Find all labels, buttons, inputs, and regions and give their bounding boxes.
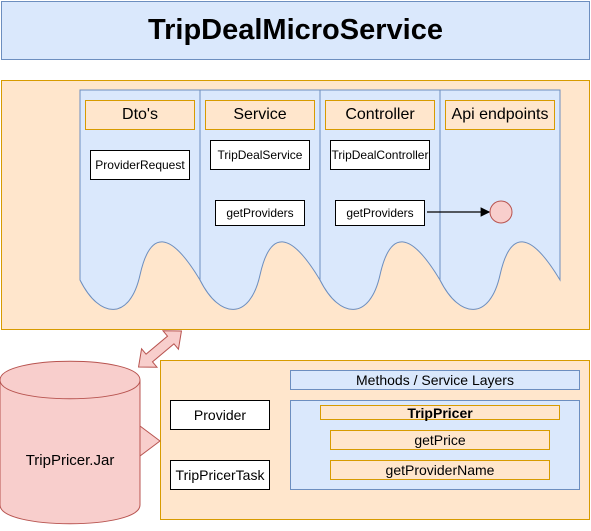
jar-cylinder: [0, 360, 141, 525]
double-arrow: [137, 330, 183, 368]
methods-header: Methods / Service Layers: [290, 370, 580, 390]
api-column: [439, 89, 561, 310]
jar-label: TripPricer.Jar: [25, 451, 115, 469]
dtos-column: [79, 89, 201, 310]
trip-deal-controller-box: TripDealController: [330, 140, 430, 170]
endpoint-circle: [489, 200, 513, 224]
trip-pricer-class-name: TripPricer: [320, 405, 560, 421]
controller-get-providers-box: getProviders: [335, 200, 425, 226]
get-provider-name-method: getProviderName: [330, 460, 550, 480]
trip-deal-service-box: TripDealService: [210, 140, 310, 170]
diagram-title: TripDealMicroService: [1, 1, 590, 60]
dtos-header: Dto's: [85, 100, 195, 130]
get-price-method: getPrice: [330, 430, 550, 450]
service-get-providers-box: getProviders: [215, 200, 305, 226]
provider-class-box: Provider: [170, 400, 270, 430]
jar-pointer: [139, 425, 161, 457]
api-endpoints-header: Api endpoints: [445, 100, 555, 130]
service-header: Service: [205, 100, 315, 130]
controller-header: Controller: [325, 100, 435, 130]
provider-request-box: ProviderRequest: [90, 150, 190, 180]
trip-pricer-task-class-box: TripPricerTask: [170, 460, 270, 490]
